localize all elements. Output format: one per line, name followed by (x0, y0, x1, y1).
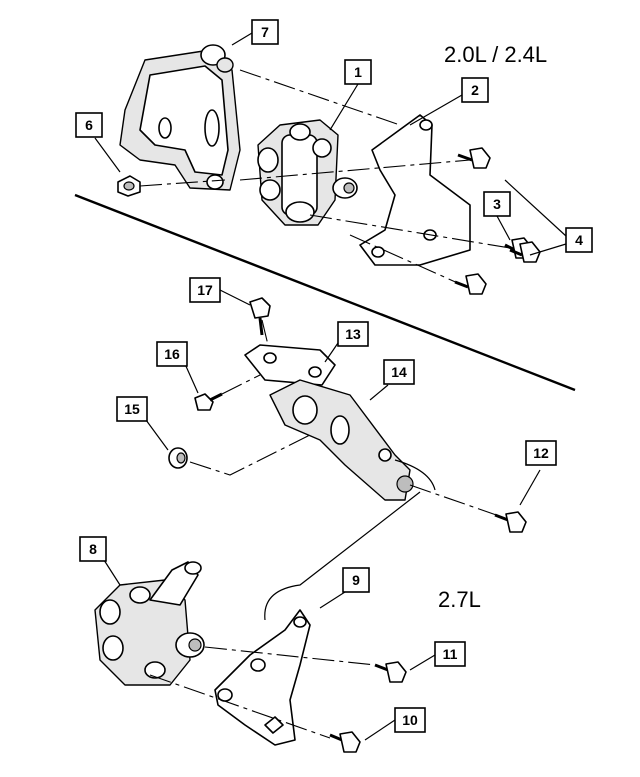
svg-text:4: 4 (575, 232, 583, 248)
bolt-11 (374, 661, 407, 683)
svg-text:14: 14 (391, 364, 407, 380)
callout-13: 13 (337, 321, 369, 347)
align-line-mid-4 (409, 484, 506, 519)
callout-14: 14 (383, 359, 415, 385)
svg-text:1: 1 (354, 64, 362, 80)
bracket-13 (244, 344, 336, 386)
align-line-mid-3 (189, 434, 311, 476)
align-line-mid-5 (394, 459, 436, 491)
align-line-top-1 (239, 69, 401, 126)
svg-text:15: 15 (124, 401, 140, 417)
pump-bracket-bottom (214, 609, 311, 746)
svg-text:17: 17 (197, 282, 213, 298)
callout-17: 17 (189, 277, 221, 303)
svg-text:12: 12 (533, 445, 549, 461)
engine-label-top: 2.0L / 2.4L (444, 42, 547, 67)
align-line-bot-3 (264, 491, 421, 621)
callout-4: 4 (565, 227, 593, 253)
callout-9: 9 (342, 567, 370, 593)
callout-3: 3 (483, 191, 511, 217)
align-line-top-4 (309, 214, 511, 249)
callout-8: 8 (79, 536, 107, 562)
svg-text:16: 16 (164, 346, 180, 362)
callout-6: 6 (75, 112, 103, 138)
nut-6 (117, 175, 141, 197)
reservoir-bracket (119, 44, 241, 191)
callout-16: 16 (156, 341, 188, 367)
bolt-4-lower (509, 241, 541, 263)
align-line-top-5 (349, 234, 461, 285)
svg-text:2: 2 (471, 82, 479, 98)
svg-text:13: 13 (345, 326, 361, 342)
callout-10: 10 (394, 707, 426, 733)
svg-text:9: 9 (352, 572, 360, 588)
nut-15 (168, 447, 188, 469)
leader-lines (94, 32, 567, 741)
section-divider (74, 193, 576, 392)
align-line-top-3 (239, 159, 471, 181)
callout-15: 15 (116, 396, 148, 422)
bolt-17 (249, 297, 271, 336)
align-line-top-2 (139, 179, 226, 187)
callout-11: 11 (434, 641, 466, 667)
bolt-4-upper (457, 147, 491, 169)
svg-text:11: 11 (443, 646, 458, 662)
power-steering-pump-top (257, 119, 358, 226)
power-steering-pump-bottom (94, 561, 205, 686)
callout-7: 7 (251, 19, 279, 45)
bolt-10 (329, 731, 361, 753)
svg-text:8: 8 (89, 541, 97, 557)
align-line-bot-1 (204, 646, 376, 666)
callout-2: 2 (461, 77, 489, 103)
engine-label-bottom: 2.7L (438, 587, 481, 612)
svg-text:6: 6 (85, 117, 93, 133)
callout-1: 1 (344, 59, 372, 85)
callout-12: 12 (525, 440, 557, 466)
align-line-mid-1 (261, 319, 269, 346)
bolt-16 (194, 392, 223, 411)
align-line-bot-2 (149, 674, 331, 739)
svg-text:10: 10 (402, 712, 418, 728)
align-line-mid-2 (221, 374, 261, 395)
svg-text:7: 7 (261, 24, 269, 40)
pump-bracket-top (359, 114, 471, 266)
bracket-14 (269, 379, 414, 501)
svg-text:3: 3 (493, 196, 501, 212)
bolt-12 (494, 511, 527, 533)
